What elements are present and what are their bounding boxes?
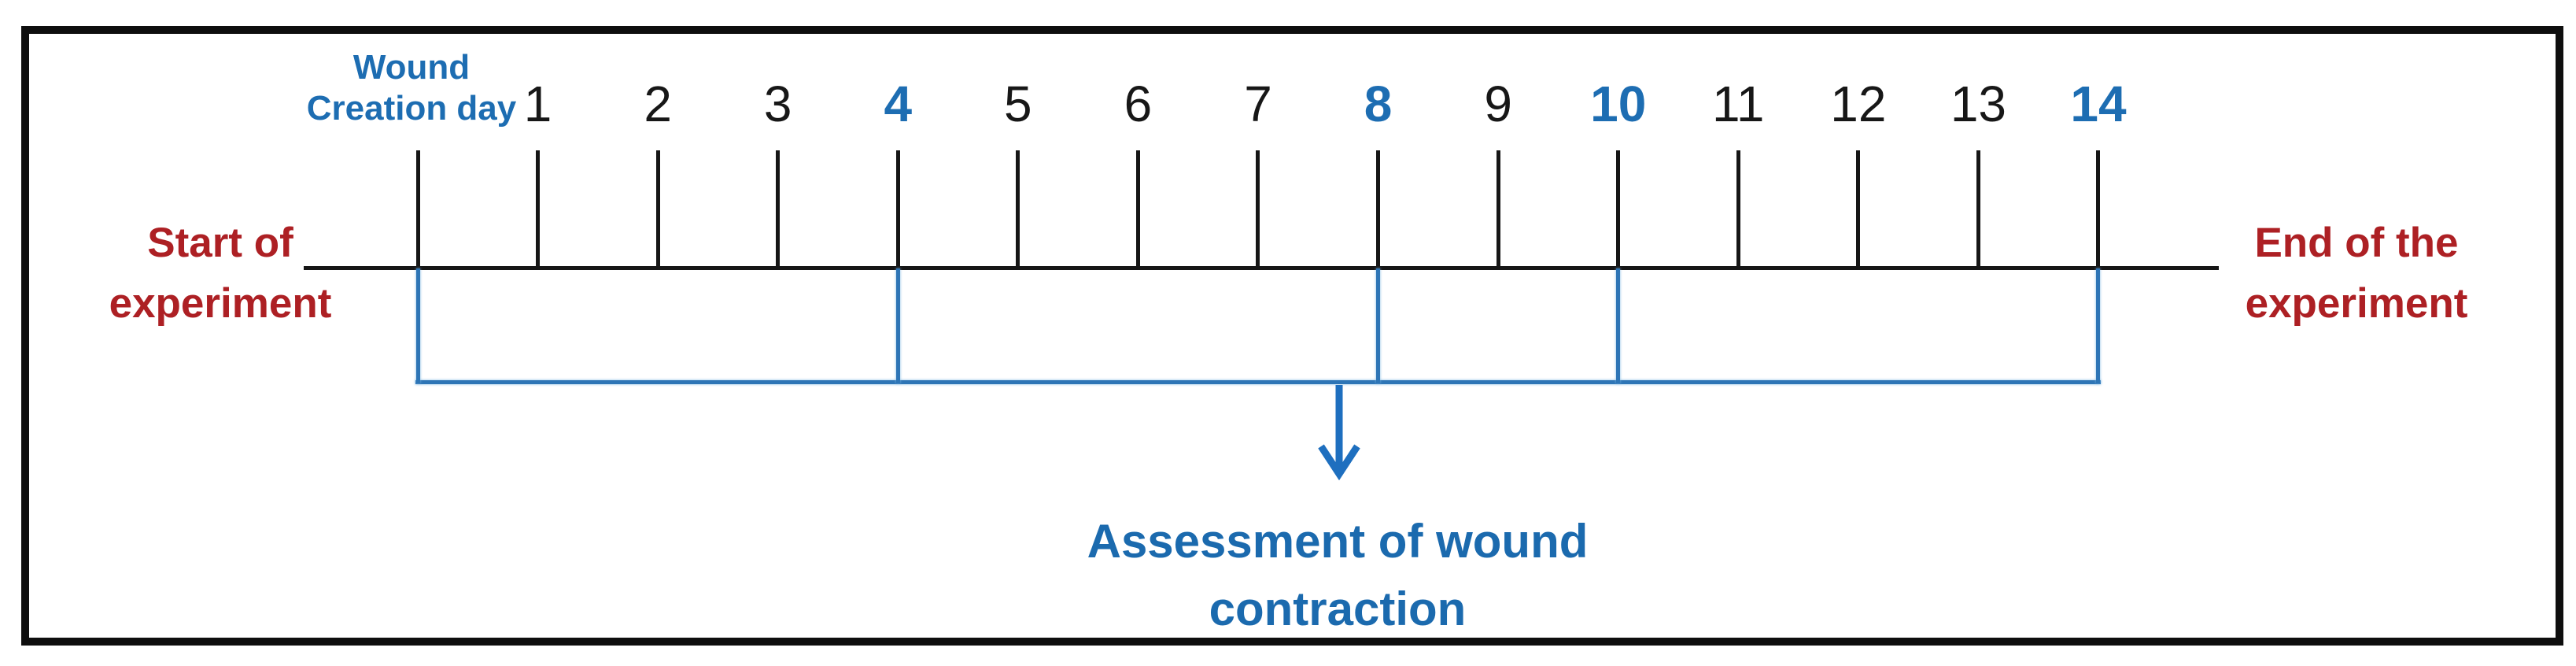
assessment-bracket-horizontal [415, 380, 2101, 384]
day-label: 10 [1590, 76, 1647, 132]
day-label: 3 [763, 76, 792, 132]
assessment-bracket-vertical [1616, 268, 1621, 383]
day-label: 13 [1950, 76, 2006, 132]
day-label: 9 [1484, 76, 1512, 132]
day-label: 7 [1244, 76, 1272, 132]
day-tick [536, 150, 541, 268]
day-label: 8 [1364, 76, 1393, 132]
day-tick [415, 150, 420, 268]
day-tick [776, 150, 781, 268]
day-tick [1256, 150, 1260, 268]
day-tick [1736, 150, 1740, 268]
start-of-experiment-label: Start of experiment [109, 220, 332, 327]
day-label: 5 [1004, 76, 1032, 132]
day-tick [1496, 150, 1500, 268]
day-tick [1135, 150, 1140, 268]
day-tick [895, 150, 900, 268]
day-tick [1856, 150, 1861, 268]
day-label: 11 [1712, 76, 1765, 132]
day-tick [2096, 150, 2101, 268]
wound-creation-label: Wound Creation day [306, 48, 517, 128]
assessment-bracket-vertical [2096, 268, 2101, 383]
down-arrow-icon [1318, 385, 1360, 481]
figure-border [21, 26, 2563, 646]
assessment-bracket-vertical [1376, 268, 1381, 383]
timeline-axis [304, 266, 2219, 270]
day-label: 14 [2070, 76, 2127, 132]
assessment-label: Assessment of wound contraction [1087, 515, 1589, 635]
day-tick [1976, 150, 1980, 268]
end-of-experiment-label: End of the experiment [2245, 220, 2468, 327]
day-tick [655, 150, 660, 268]
day-label: 1 [523, 76, 552, 132]
day-tick [1376, 150, 1381, 268]
day-tick [1016, 150, 1020, 268]
assessment-bracket-vertical [895, 268, 900, 383]
assessment-bracket-vertical [415, 268, 420, 383]
day-label: 4 [884, 76, 913, 132]
day-tick [1616, 150, 1621, 268]
day-label: 12 [1830, 76, 1887, 132]
day-label: 6 [1124, 76, 1153, 132]
day-label: 2 [644, 76, 672, 132]
